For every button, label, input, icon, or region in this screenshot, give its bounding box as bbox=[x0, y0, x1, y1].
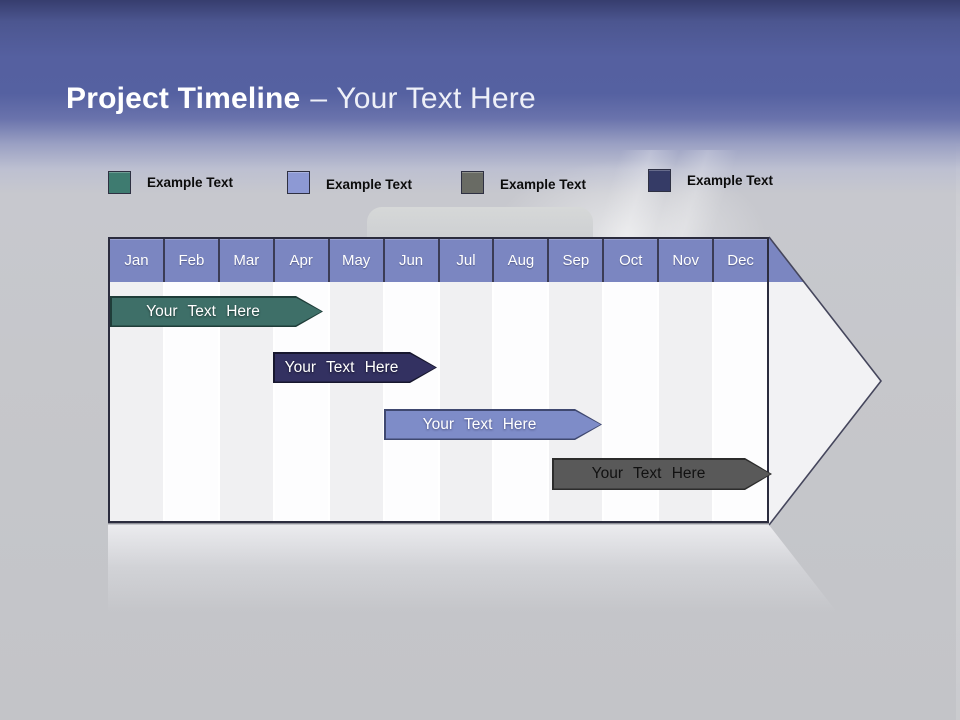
task-bar-label: Your Text Here bbox=[422, 416, 537, 433]
month-header-may: May bbox=[329, 239, 385, 282]
task-bar-teal: Your Text Here bbox=[110, 296, 323, 327]
legend-item-gray: Example Text bbox=[461, 170, 586, 194]
task-bar-periwinkle: Your Text Here bbox=[384, 409, 602, 440]
month-header-mar: Mar bbox=[219, 239, 275, 282]
grid-column bbox=[384, 282, 440, 521]
legend-item-teal: Example Text bbox=[108, 170, 233, 194]
task-bar-navy: Your Text Here bbox=[273, 352, 437, 383]
grid-column bbox=[329, 282, 385, 521]
task-bar-gray: Your Text Here bbox=[552, 458, 772, 490]
month-header-jan: Jan bbox=[110, 239, 165, 282]
legend-label: Example Text bbox=[326, 176, 413, 192]
table-reflection bbox=[108, 525, 847, 625]
legend-swatch-periwinkle bbox=[287, 170, 310, 194]
page-title: Project Timeline–Your Text Here bbox=[66, 78, 536, 120]
title-main: Project Timeline bbox=[66, 82, 301, 116]
month-header-apr: Apr bbox=[274, 239, 330, 282]
month-header-dec: Dec bbox=[714, 239, 768, 282]
month-header-oct: Oct bbox=[604, 239, 660, 282]
month-header-jun: Jun bbox=[384, 239, 440, 282]
legend-swatch-navy bbox=[648, 168, 671, 192]
legend-label: Example Text bbox=[147, 174, 234, 190]
grid-column bbox=[494, 282, 550, 521]
title-separator: – bbox=[310, 82, 328, 116]
timeline-arrow-head bbox=[769, 236, 883, 526]
month-header-jul: Jul bbox=[439, 239, 495, 282]
legend-swatch-teal bbox=[108, 170, 131, 194]
legend-item-navy: Example Text bbox=[648, 168, 773, 192]
month-header-nov: Nov bbox=[659, 239, 715, 282]
month-header-aug: Aug bbox=[494, 239, 550, 282]
task-bar-label: Your Text Here bbox=[146, 303, 260, 320]
title-subtitle: Your Text Here bbox=[336, 82, 536, 116]
legend-item-periwinkle: Example Text bbox=[287, 170, 412, 194]
month-header-feb: Feb bbox=[164, 239, 220, 282]
task-bar-label: Your Text Here bbox=[591, 465, 706, 482]
grid-column bbox=[439, 282, 495, 521]
slide-right-edge-highlight bbox=[956, 140, 960, 720]
legend-label: Example Text bbox=[500, 176, 587, 192]
legend-swatch-gray bbox=[461, 170, 484, 194]
task-bar-label: Your Text Here bbox=[284, 359, 399, 376]
legend-label: Example Text bbox=[687, 172, 774, 188]
month-header-row: Jan Feb Mar Apr May Jun Jul Aug Sep Oct … bbox=[110, 239, 768, 282]
background-tab-shape bbox=[367, 207, 593, 240]
month-header-sep: Sep bbox=[549, 239, 605, 282]
